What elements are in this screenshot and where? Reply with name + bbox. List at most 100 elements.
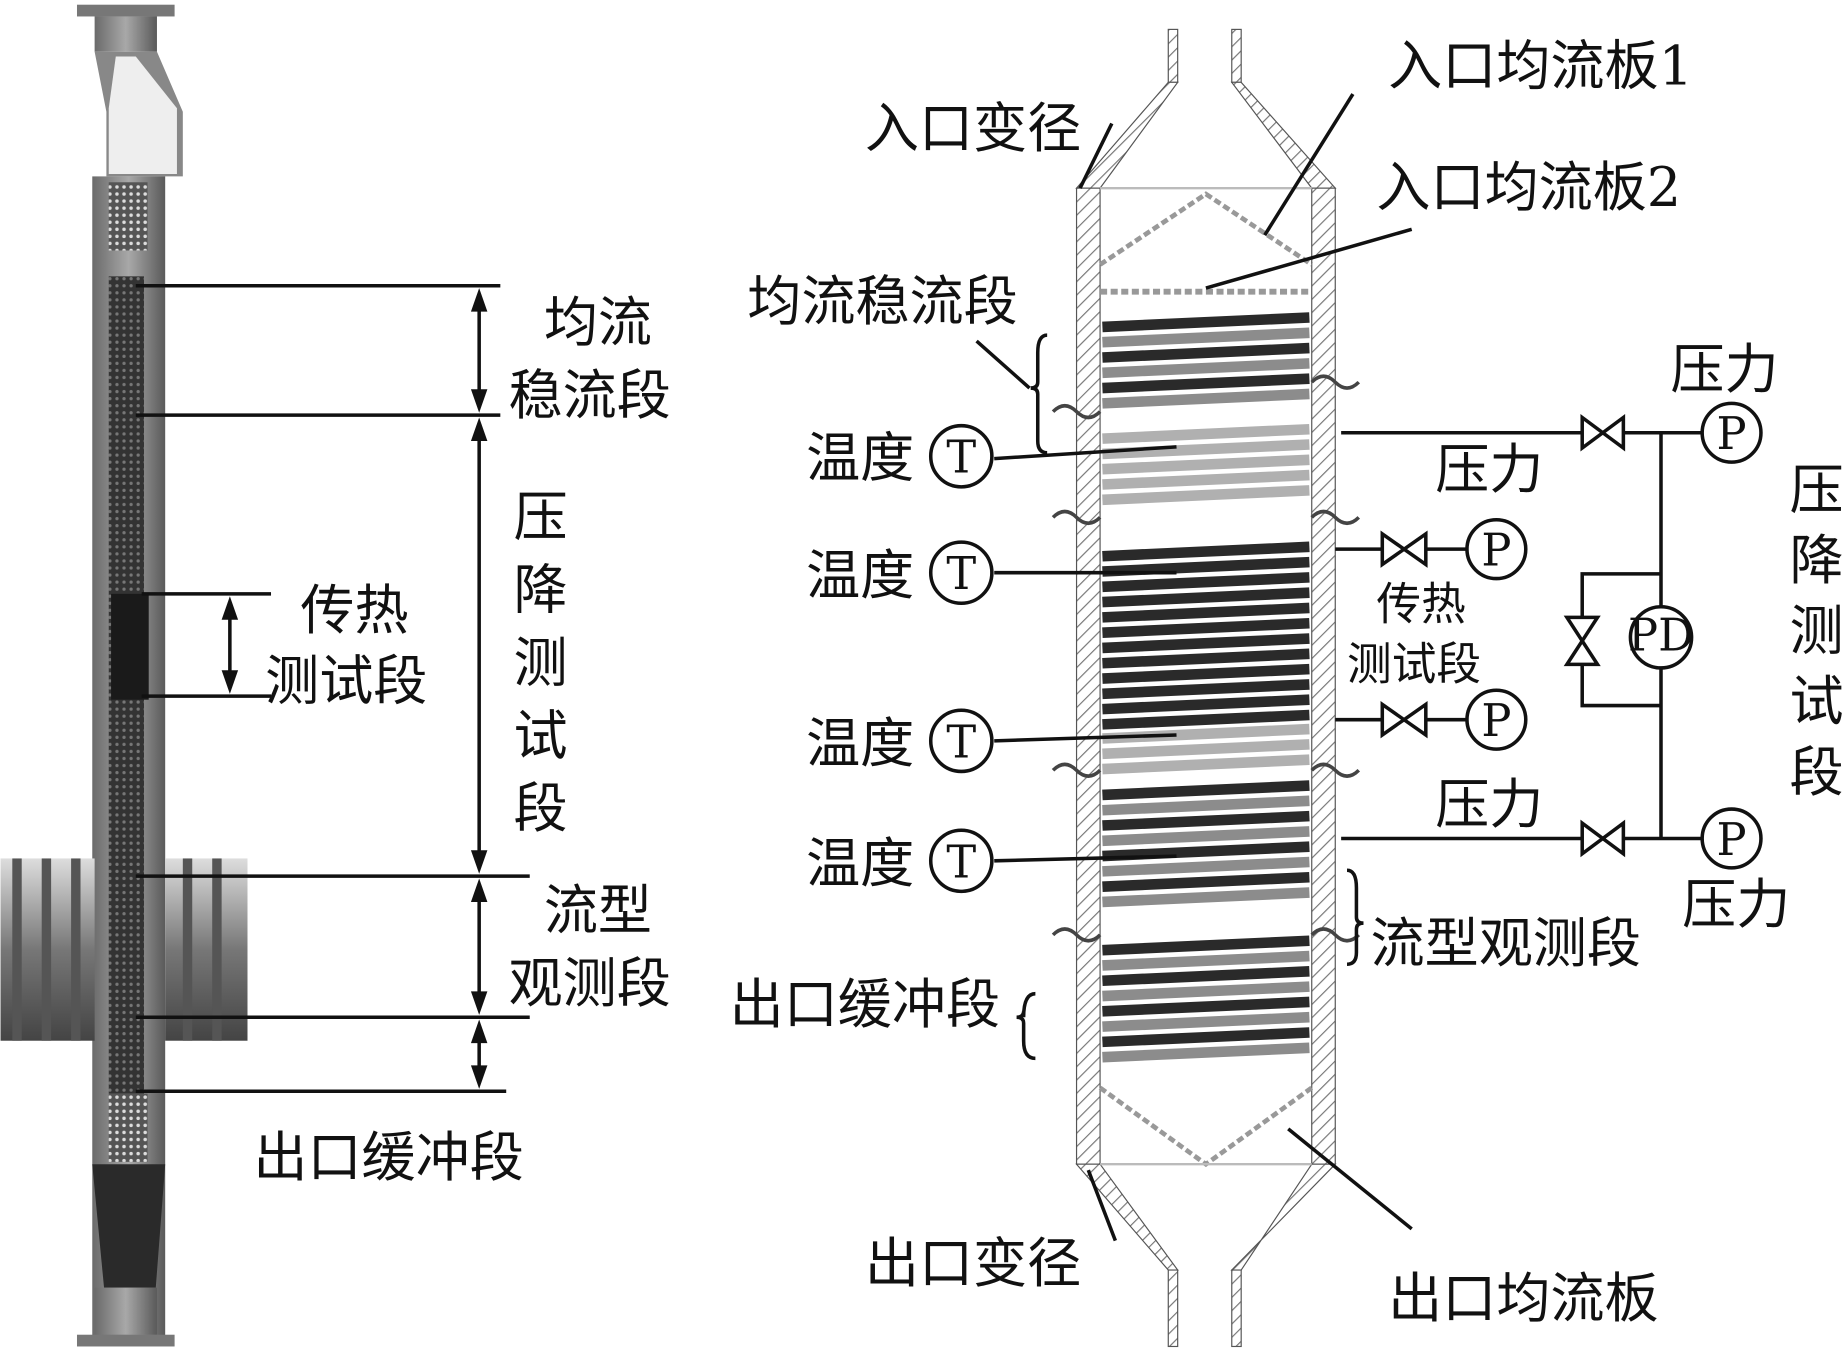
label-flow-pattern: 流型观测段 (1371, 912, 1641, 975)
break-marks (1051, 374, 1361, 943)
tube (1102, 795, 1310, 816)
tube (1102, 739, 1310, 760)
tube (1102, 358, 1310, 379)
label-flow-l2: 观测段 (509, 952, 671, 1015)
vessel-schematic (1051, 28, 1361, 1348)
tube (1102, 373, 1310, 394)
valve-icon (1563, 615, 1601, 667)
valves (1380, 413, 1626, 858)
label-inlet-plate-1: 入口均流板1 (1388, 35, 1693, 98)
outlet-perforated-plate (108, 1093, 148, 1162)
label-pressure-drop-left: 压降测试段 (504, 488, 567, 853)
tube-bundles (1102, 312, 1310, 1063)
tube (1102, 694, 1310, 715)
diff-pressure-gauge: PD (1628, 605, 1694, 670)
label-pressure-2: 压力 (1435, 438, 1543, 501)
label-temperature-2: 温度 (806, 544, 914, 607)
temperature-sensor-2: T (928, 540, 994, 606)
label-heat-l1: 传热 (300, 579, 408, 642)
pressure-gauge-1: P (1700, 401, 1763, 464)
outlet-flow-plate (1098, 1085, 1314, 1168)
tube (1102, 541, 1310, 562)
pressure-gauge-3: P (1465, 688, 1528, 751)
label-heat-l2: 测试段 (265, 650, 427, 713)
tube (1102, 556, 1310, 577)
label-pressure-drop-right: 压降测试段 (1780, 461, 1843, 814)
pressure-gauge-4: P (1700, 807, 1763, 870)
label-outlet-buffer-left: 出口缓冲段 (253, 1126, 523, 1189)
heat-transfer-block (111, 593, 149, 700)
tube (1102, 312, 1310, 333)
tube (1102, 871, 1310, 892)
svg-text:T: T (946, 432, 976, 484)
valve-icon (1580, 819, 1626, 858)
tube (1102, 950, 1310, 971)
label-stabilize-right: 均流稳流段 (747, 270, 1017, 333)
tube (1102, 966, 1310, 987)
tube (1102, 617, 1310, 638)
label-temperature-3: 温度 (806, 712, 914, 775)
tube (1102, 587, 1310, 608)
svg-text:P: P (1481, 695, 1511, 747)
tube (1102, 663, 1310, 684)
tube (1102, 981, 1310, 1002)
svg-text:P: P (1717, 408, 1747, 460)
label-pressure-1: 压力 (1670, 338, 1778, 401)
label-stabilize-l2: 稳流段 (509, 364, 671, 427)
tube (1102, 780, 1310, 801)
tube (1102, 709, 1310, 730)
label-inlet-plate-2: 入口均流板2 (1376, 156, 1681, 219)
label-inlet-reducer: 入口变径 (865, 97, 1081, 160)
label-temperature-1: 温度 (806, 426, 914, 489)
tube (1102, 485, 1310, 506)
tube (1102, 754, 1310, 775)
right-leader-lines (975, 93, 1703, 1061)
observation-bellows (0, 858, 248, 1041)
tube (1102, 887, 1310, 908)
tube (1102, 342, 1310, 363)
inlet-flow-plate-1 (1098, 191, 1314, 267)
tube (1102, 388, 1310, 409)
tube (1102, 841, 1310, 862)
tube (1102, 826, 1310, 847)
tube (1102, 679, 1310, 700)
left-dimension-lines (135, 283, 530, 1094)
temperature-sensor-4: T (928, 828, 994, 894)
tube (1102, 572, 1310, 593)
svg-text:P: P (1481, 525, 1511, 577)
tube (1102, 423, 1310, 444)
tube (1102, 856, 1310, 877)
tube (1102, 648, 1310, 669)
label-stabilize-l1: 均流 (544, 291, 652, 354)
valve-icon (1380, 530, 1428, 568)
tube (1102, 1011, 1310, 1032)
svg-text:T: T (946, 836, 976, 888)
svg-text:PD: PD (1628, 609, 1694, 661)
tube (1102, 633, 1310, 654)
tube (1102, 1042, 1310, 1063)
tube (1102, 469, 1310, 490)
label-temperature-4: 温度 (806, 832, 914, 895)
tube (1102, 439, 1310, 460)
label-pressure-3: 压力 (1435, 773, 1543, 836)
label-heat-right-l2: 测试段 (1347, 639, 1481, 691)
svg-text:T: T (946, 716, 976, 768)
label-outlet-plate: 出口均流板 (1388, 1267, 1658, 1330)
label-heat-right-l1: 传热 (1376, 579, 1465, 631)
pressure-gauge-2: P (1465, 518, 1528, 581)
svg-text:P: P (1717, 814, 1747, 866)
tube (1102, 935, 1310, 956)
label-outlet-buffer-right: 出口缓冲段 (730, 973, 1000, 1036)
tube (1102, 810, 1310, 831)
temperature-sensor-1: T (928, 423, 994, 489)
valve-icon (1380, 701, 1428, 739)
tube (1102, 1027, 1310, 1048)
label-flow-l1: 流型 (544, 879, 652, 942)
tube (1102, 327, 1310, 348)
tube (1102, 454, 1310, 475)
valve-icon (1580, 413, 1626, 452)
label-outlet-reducer: 出口变径 (865, 1232, 1081, 1295)
inlet-perforated-plate (108, 182, 148, 251)
